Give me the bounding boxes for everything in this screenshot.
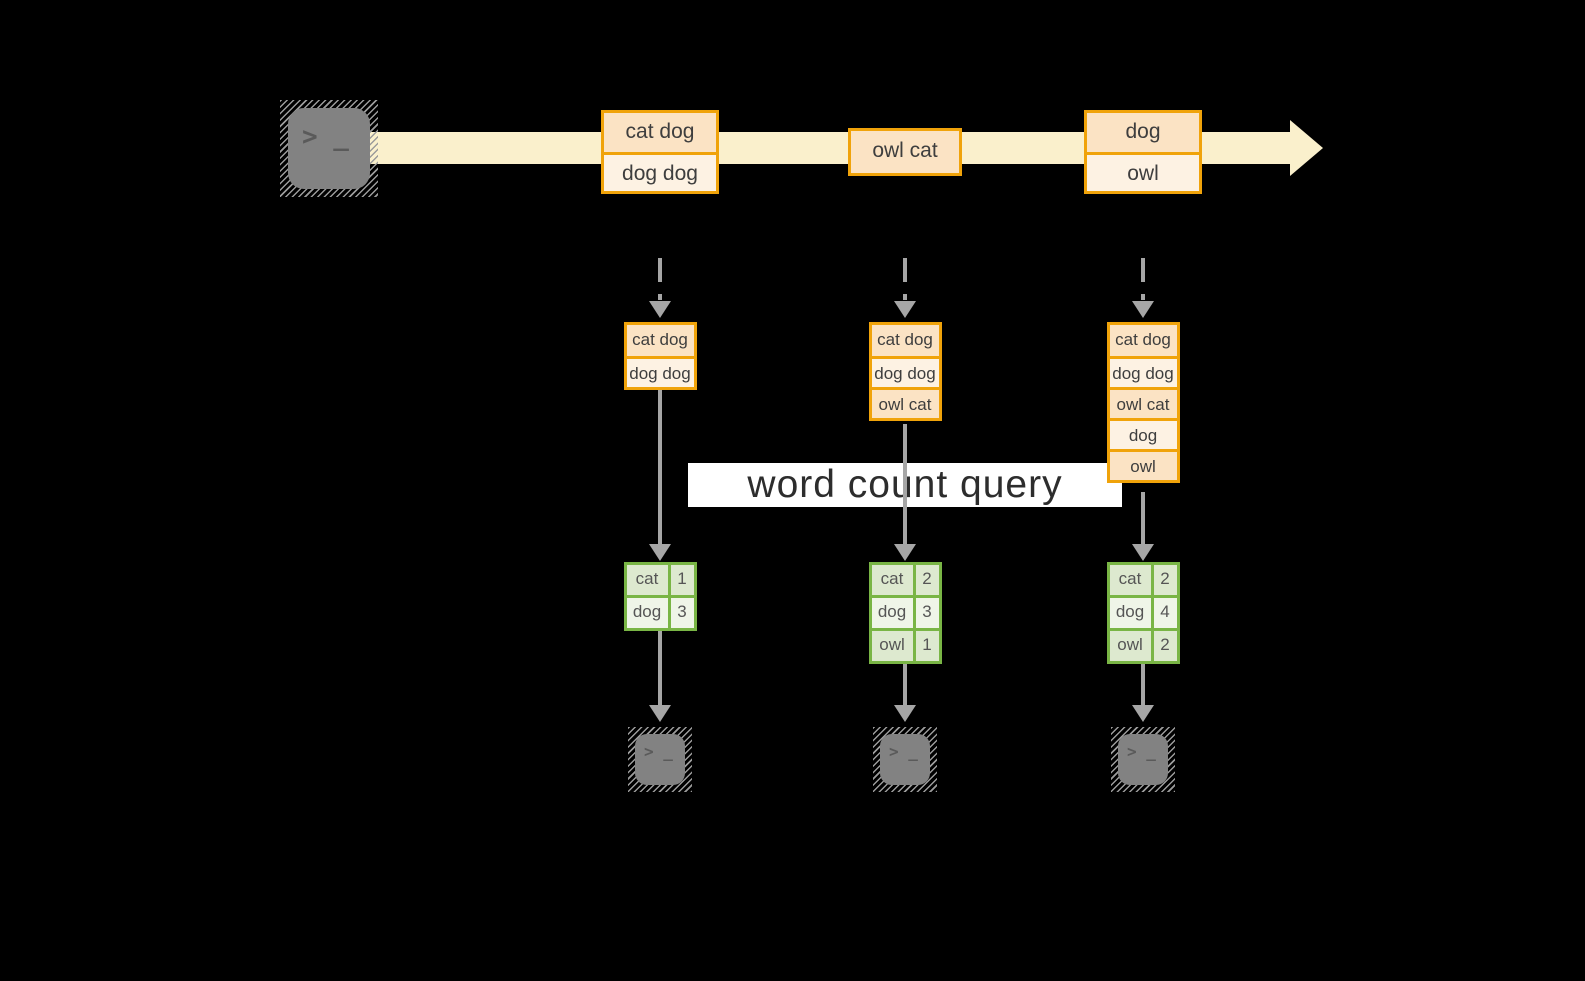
flow-line: [903, 661, 907, 705]
word-cell: owl: [871, 631, 916, 661]
flow-line: [903, 424, 907, 544]
flow-line: [658, 628, 662, 705]
event-cell: owl cat: [851, 131, 959, 173]
terminal-prompt-icon: > _: [1118, 734, 1168, 785]
flow-line: [1141, 492, 1145, 544]
stream-arrowhead-icon: [1290, 120, 1323, 176]
event-cell: dog dog: [1109, 356, 1177, 387]
word-cell: cat: [871, 565, 916, 595]
count-cell: 2: [915, 565, 939, 595]
down-arrowhead-icon: [649, 544, 671, 561]
event-cell: cat dog: [1109, 325, 1177, 356]
event-cell: cat dog: [871, 325, 939, 356]
event-cell: dog dog: [626, 356, 694, 387]
word-cell: dog: [1109, 598, 1154, 628]
event-cell: owl cat: [871, 387, 939, 418]
event-cell: dog: [1087, 113, 1199, 152]
stream-event-box: owl cat: [848, 128, 962, 176]
terminal-icon: > _: [1111, 727, 1175, 792]
event-cell: owl: [1087, 152, 1199, 191]
event-cell: cat dog: [626, 325, 694, 356]
word-cell: dog: [871, 598, 916, 628]
terminal-prompt-icon: > _: [288, 108, 370, 189]
word-cell: cat: [1109, 565, 1154, 595]
word-cell: cat: [626, 565, 671, 595]
word-cell: dog: [626, 598, 671, 628]
count-cell: 2: [1153, 565, 1177, 595]
terminal-icon: > _: [873, 727, 937, 792]
terminal-prompt-icon: > _: [635, 734, 685, 785]
event-cell: dog: [1109, 418, 1177, 449]
count-cell: 4: [1153, 598, 1177, 628]
down-arrowhead-icon: [1132, 544, 1154, 561]
down-arrowhead-icon: [1132, 301, 1154, 318]
dashed-flow-line: [1141, 258, 1145, 300]
down-arrowhead-icon: [894, 544, 916, 561]
event-cell: dog dog: [604, 152, 716, 191]
dashed-flow-line: [658, 258, 662, 300]
terminal-icon: > _: [280, 100, 378, 197]
down-arrowhead-icon: [1132, 705, 1154, 722]
down-arrowhead-icon: [894, 705, 916, 722]
flow-line: [1141, 661, 1145, 705]
dashed-flow-line: [903, 258, 907, 300]
word-cell: owl: [1109, 631, 1154, 661]
count-cell: 3: [915, 598, 939, 628]
terminal-prompt-icon: > _: [880, 734, 930, 785]
event-cell: dog dog: [871, 356, 939, 387]
count-cell: 1: [915, 631, 939, 661]
count-cell: 1: [670, 565, 694, 595]
down-arrowhead-icon: [649, 705, 671, 722]
event-cell: owl cat: [1109, 387, 1177, 418]
event-cell: owl: [1109, 449, 1177, 480]
down-arrowhead-icon: [649, 301, 671, 318]
down-arrowhead-icon: [894, 301, 916, 318]
event-cell: cat dog: [604, 113, 716, 152]
count-cell: 3: [670, 598, 694, 628]
terminal-icon: > _: [628, 727, 692, 792]
flow-line: [658, 390, 662, 544]
count-cell: 2: [1153, 631, 1177, 661]
